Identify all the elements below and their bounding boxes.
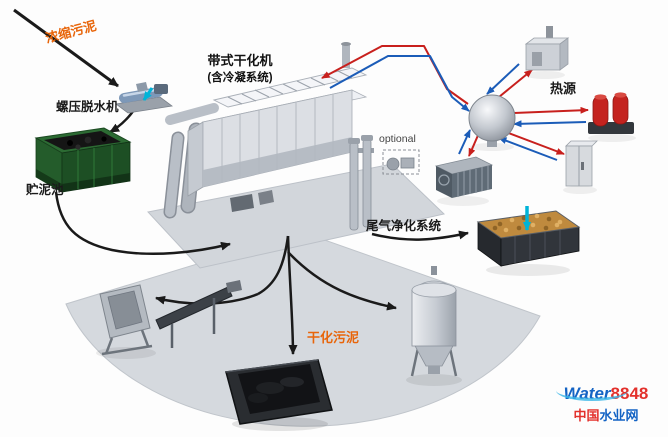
logo-site-red: 中国 — [573, 408, 600, 423]
label-sludge-storage: 贮泥池 — [26, 183, 64, 197]
conveyor-belt — [155, 280, 242, 348]
label-dried-sludge: 干化污泥 — [307, 330, 360, 345]
skip-cart — [99, 284, 153, 356]
tail-gas-scrubber — [348, 135, 374, 231]
label-screw-press: 螺压脱水机 — [56, 100, 119, 114]
label-belt-dryer-line2: (含冷凝系统) — [207, 72, 273, 84]
label-heat-source: 热源 — [550, 81, 577, 96]
sludge-storage-tank — [34, 127, 132, 193]
pellet-container — [476, 206, 581, 267]
watermark-logo: Water8848 中国水业网 — [548, 384, 664, 424]
label-belt-dryer-line1: 带式干化机 — [207, 53, 273, 68]
heat-buffer-sphere — [468, 94, 516, 142]
logo-site-name: 中国水业网 — [548, 405, 664, 424]
heat-source-hub — [458, 63, 589, 161]
optional-unit — [382, 149, 420, 175]
fuel-tanks — [588, 92, 634, 134]
waste-container — [225, 359, 333, 425]
logo-swoosh — [556, 380, 628, 401]
storage-silo — [410, 266, 458, 377]
belt-dryer-machine — [163, 42, 368, 219]
heat-transport-lines — [321, 45, 470, 112]
screw-press-machine — [115, 82, 173, 114]
label-belt-dryer: 带式干化机 (含冷凝系统) — [188, 50, 292, 85]
heat-cabinet — [565, 140, 598, 187]
heat-pump-unit — [434, 156, 494, 198]
label-tail-gas-system: 尾气净化系统 — [366, 219, 442, 233]
logo-site-blue: 水业网 — [599, 408, 639, 423]
boiler-unit — [524, 26, 570, 71]
label-optional: optional — [379, 133, 416, 145]
